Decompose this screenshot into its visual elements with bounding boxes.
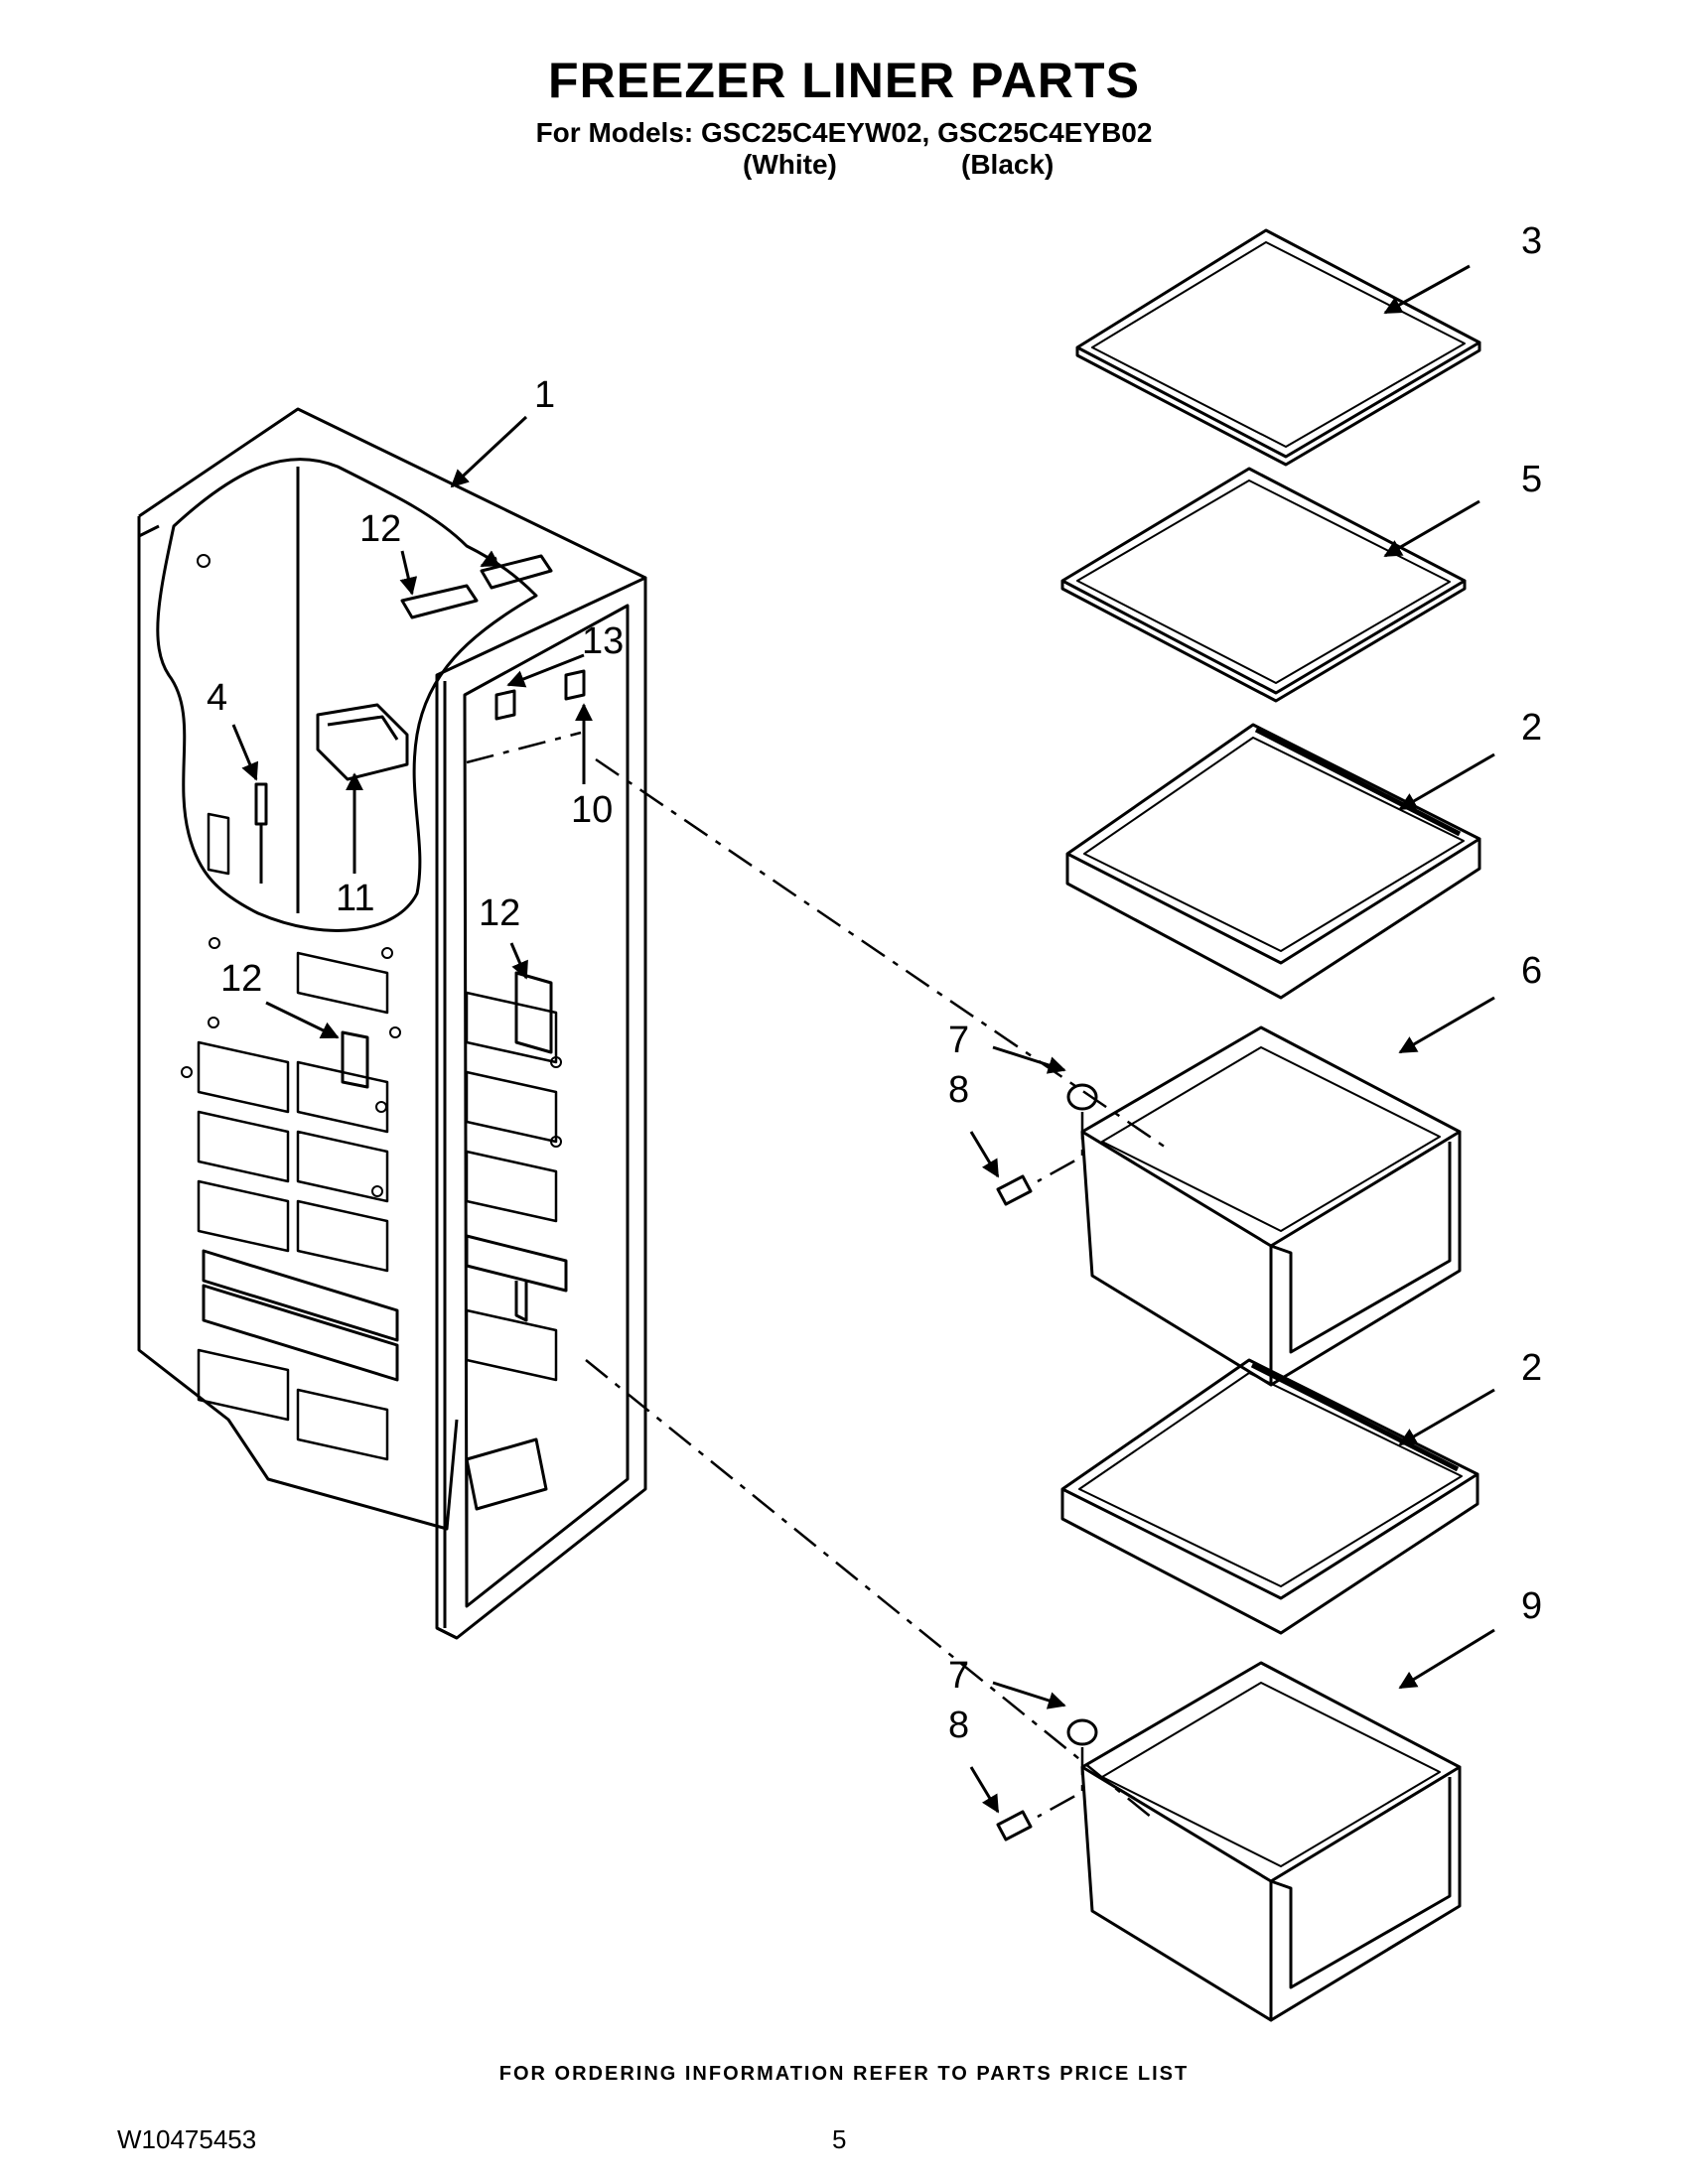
callout-10: 10 bbox=[571, 789, 613, 831]
light-housing-part-11 bbox=[316, 703, 409, 781]
callout-8-upper: 8 bbox=[948, 1069, 969, 1111]
callout-2-upper: 2 bbox=[1521, 707, 1542, 749]
document-number: W10475453 bbox=[117, 2124, 257, 2154]
glass-shelf-part-5 bbox=[1060, 467, 1467, 703]
callout-1: 1 bbox=[534, 374, 555, 416]
leader-arrows bbox=[231, 264, 1495, 1814]
page-number: 5 bbox=[832, 2124, 847, 2154]
assembly-lines bbox=[466, 731, 1173, 1823]
freezer-liner-part-1 bbox=[137, 407, 647, 1640]
callout-9: 9 bbox=[1521, 1585, 1542, 1627]
callout-8-lower: 8 bbox=[948, 1705, 969, 1746]
roller-part-7 bbox=[1066, 1083, 1098, 1746]
models-line: For Models: GSC25C4EYW02, GSC25C4EYB02 bbox=[535, 117, 1153, 148]
callout-6: 6 bbox=[1521, 950, 1542, 992]
screw-part-8 bbox=[996, 1174, 1033, 1842]
callout-4: 4 bbox=[207, 677, 227, 719]
callout-13: 13 bbox=[582, 620, 624, 662]
storage-pan-part-6 bbox=[1080, 1025, 1462, 1387]
color-white-label: (White) bbox=[743, 149, 837, 180]
callout-2-lower: 2 bbox=[1521, 1347, 1542, 1389]
glass-shelf-part-3 bbox=[1075, 228, 1481, 467]
callout-12-left: 12 bbox=[220, 958, 262, 1000]
thermistor-part-4 bbox=[254, 782, 268, 884]
callout-5: 5 bbox=[1521, 459, 1542, 500]
callout-3: 3 bbox=[1521, 220, 1542, 262]
callout-11: 11 bbox=[336, 878, 374, 919]
callout-12-right: 12 bbox=[479, 892, 520, 934]
callout-7-upper: 7 bbox=[948, 1020, 969, 1061]
framed-shelf-part-2-lower bbox=[1060, 1358, 1479, 1635]
ordering-info-footer: FOR ORDERING INFORMATION REFER TO PARTS … bbox=[498, 2063, 1190, 2085]
callout-12-top: 12 bbox=[359, 508, 401, 550]
framed-shelf-part-2-upper bbox=[1065, 723, 1481, 1000]
light-socket-part-12 bbox=[341, 554, 553, 1089]
color-black-label: (Black) bbox=[961, 149, 1055, 180]
page-title: FREEZER LINER PARTS bbox=[548, 53, 1140, 108]
callout-7-lower: 7 bbox=[948, 1655, 969, 1697]
switch-parts-10-13 bbox=[494, 669, 586, 721]
storage-pan-part-9 bbox=[1080, 1661, 1462, 2022]
